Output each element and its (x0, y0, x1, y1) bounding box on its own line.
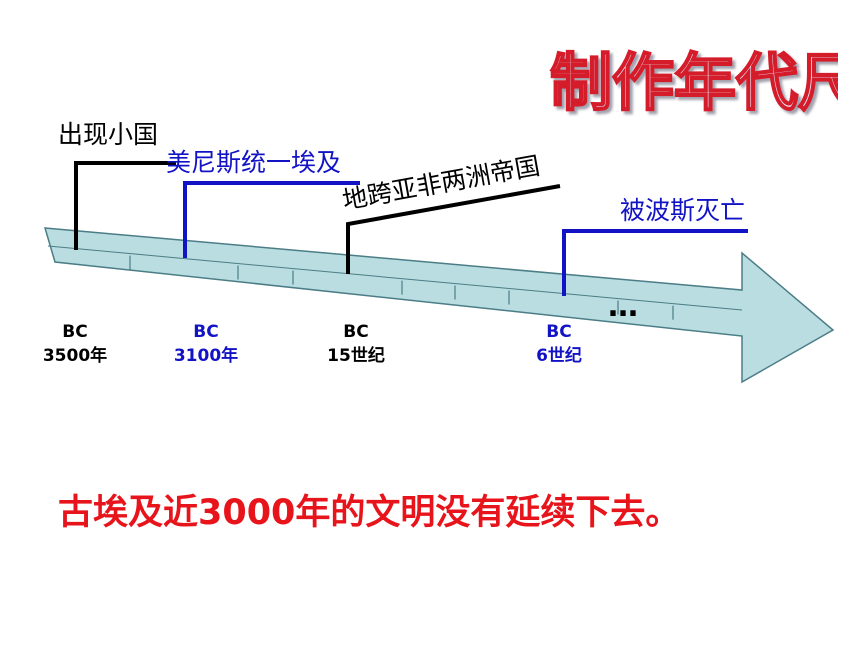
marker-event-3 (346, 184, 561, 274)
timeline-inner-line (47, 245, 743, 311)
era-label-3: BC 15世纪 (327, 322, 385, 366)
timeline-ticks (129, 255, 674, 320)
event-label-1: 出现小国 (58, 120, 159, 149)
conclusion-text: 古埃及近3000年的文明没有延续下去。 (58, 493, 681, 533)
era-label-4: BC 6世纪 (536, 322, 582, 366)
event-label-2: 美尼斯统一埃及 (166, 148, 342, 177)
title-text: 制作年代尺 (550, 46, 838, 118)
marker-event-2 (183, 181, 360, 258)
marker-event-1 (74, 161, 176, 250)
event-label-4: 被波斯灭亡 (620, 196, 746, 225)
timeline-arrow (43, 227, 835, 384)
page-title: 制作年代尺 (549, 45, 838, 118)
marker-event-4 (562, 229, 748, 296)
era-label-1: BC 3500年 (42, 322, 108, 366)
ellipsis-text: … (608, 289, 638, 324)
era-label-2: BC 3100年 (173, 322, 239, 366)
